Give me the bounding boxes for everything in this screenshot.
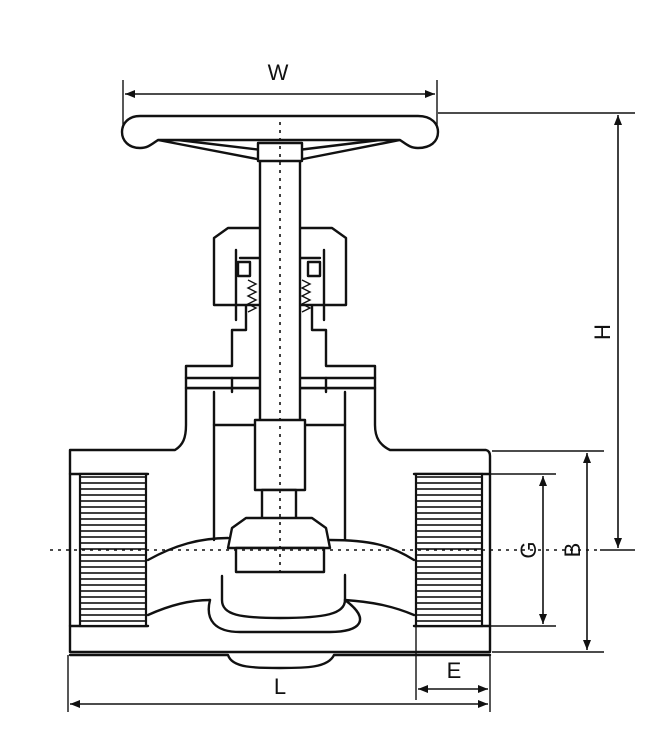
- dimension-b-label: B: [560, 543, 585, 558]
- dimension-l-label: L: [274, 674, 286, 699]
- left-thread: [78, 472, 148, 628]
- packing-spring-right: [300, 279, 312, 313]
- dimension-g: G: [484, 473, 556, 627]
- dimension-e: E: [415, 626, 491, 712]
- dimension-w: W: [122, 60, 438, 128]
- dimension-w-label: W: [268, 60, 289, 85]
- right-thread: [414, 472, 484, 628]
- dimension-h-label: H: [590, 324, 615, 340]
- dimension-g-label: G: [516, 541, 541, 558]
- dimension-b: B: [492, 450, 604, 653]
- dimension-e-label: E: [447, 658, 462, 683]
- packing-spring-left: [246, 279, 258, 313]
- dimension-l: L: [67, 655, 488, 712]
- dimension-h: H: [438, 112, 635, 551]
